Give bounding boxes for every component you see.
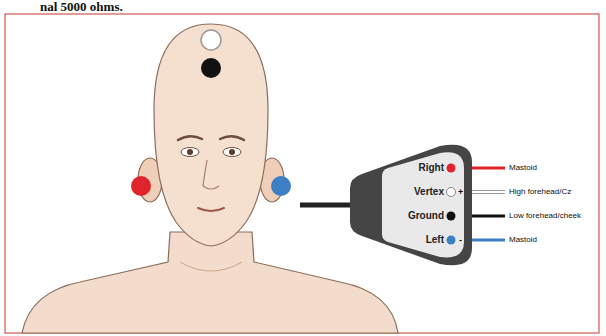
channel-label: Ground bbox=[408, 210, 444, 222]
channel-label: Vertex bbox=[414, 186, 444, 198]
nose bbox=[203, 160, 219, 189]
eyebrow bbox=[178, 136, 202, 140]
black-lead bbox=[472, 215, 505, 218]
preamp-box: RightVertexGroundLeft bbox=[384, 150, 446, 260]
polarity-sign: + bbox=[458, 186, 463, 198]
head bbox=[154, 24, 268, 246]
cropped-heading: nal 5000 ohms. bbox=[40, 1, 123, 13]
eyebrow bbox=[220, 136, 244, 140]
site-label: Mastoid bbox=[509, 234, 537, 246]
red-lead bbox=[472, 167, 505, 170]
site-label: Low forehead/cheek bbox=[509, 210, 581, 222]
ground-electrode bbox=[201, 58, 221, 78]
collar-shade bbox=[180, 262, 242, 271]
white-lead bbox=[472, 190, 505, 194]
blue-lead bbox=[472, 239, 505, 242]
shoulders bbox=[22, 232, 398, 333]
channel-label: Left bbox=[426, 234, 444, 246]
site-label: Mastoid bbox=[509, 162, 537, 174]
right-electrode bbox=[131, 176, 151, 196]
cable bbox=[300, 203, 352, 208]
channel-label: Right bbox=[418, 162, 444, 174]
site-label: High forehead/Cz bbox=[509, 186, 571, 198]
housing-face bbox=[382, 152, 464, 257]
mouth bbox=[198, 208, 224, 211]
preamp-housing bbox=[350, 145, 472, 266]
vertex-electrode bbox=[201, 30, 221, 50]
frame bbox=[5, 14, 599, 333]
left-electrode bbox=[271, 176, 291, 196]
polarity-sign: - bbox=[459, 234, 462, 246]
